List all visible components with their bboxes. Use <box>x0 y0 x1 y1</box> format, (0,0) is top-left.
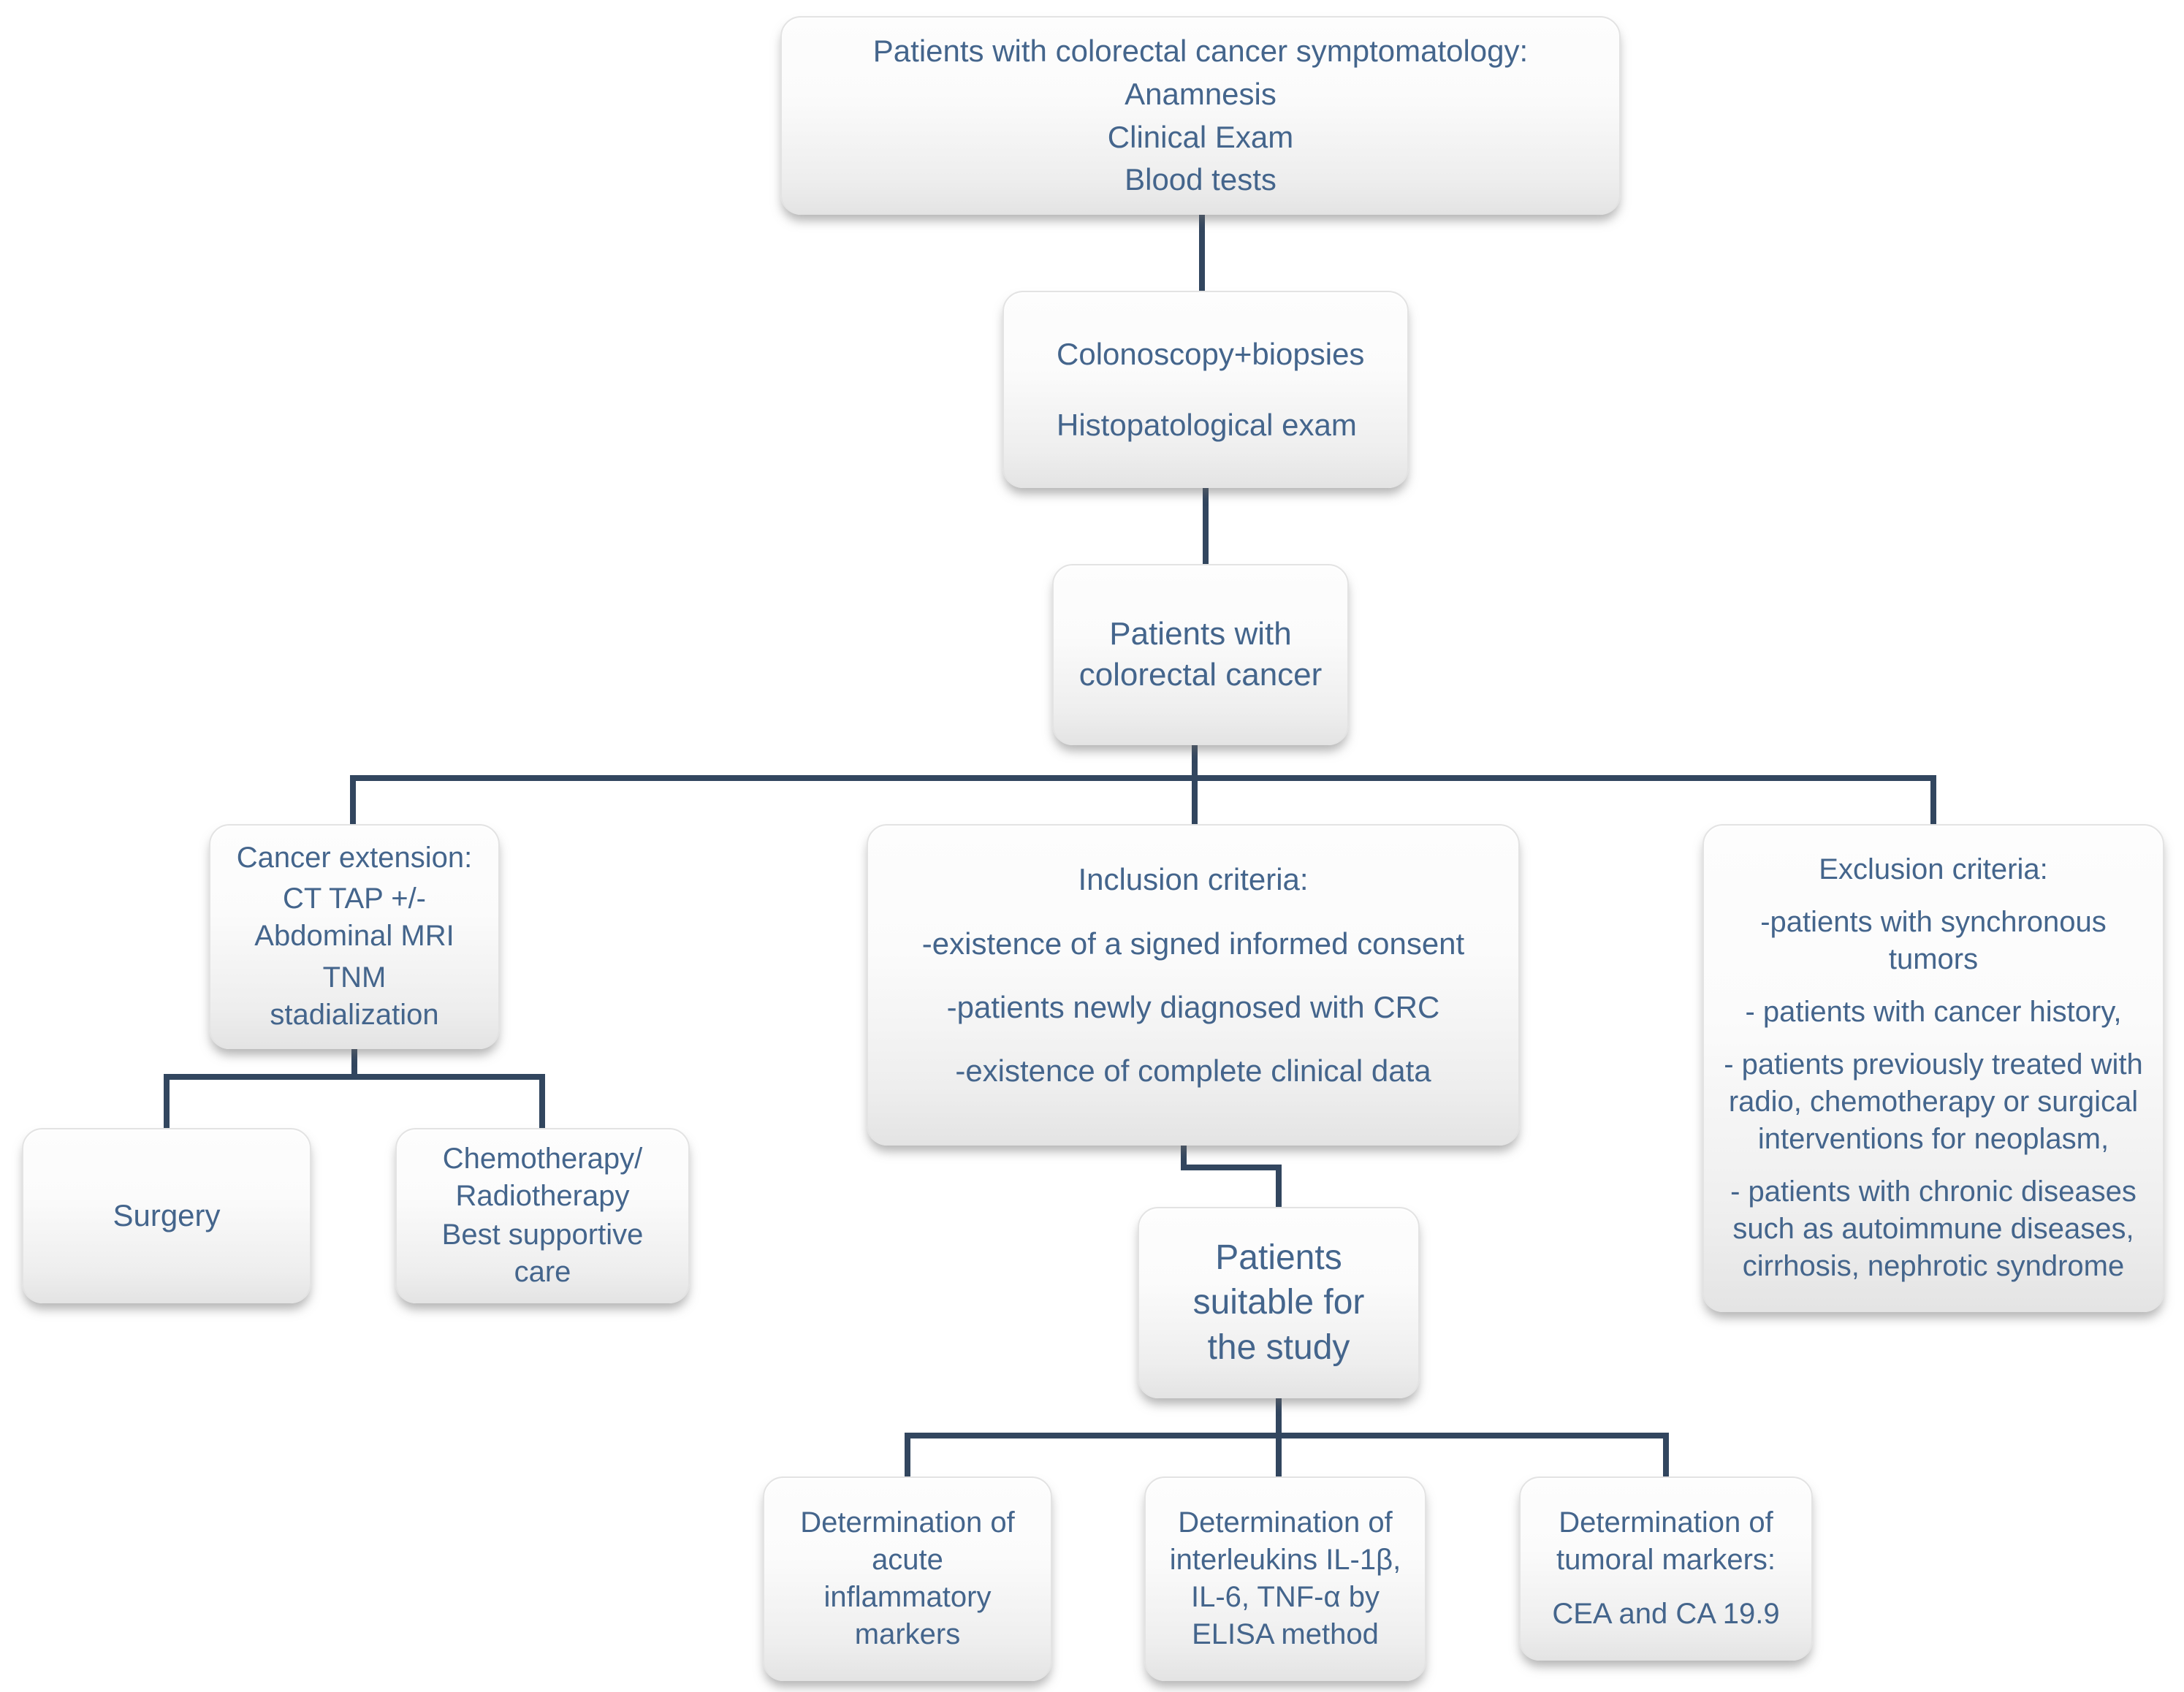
node-colonoscopy-line-2: Histopatological exam <box>1057 407 1357 442</box>
node-crc-patients: Patients with colorectal cancer <box>1052 564 1349 745</box>
node-determination-interleukins-text: Determination of interleukins IL-1β, IL-… <box>1169 1506 1401 1651</box>
node-colonoscopy-line-1: Colonoscopy+biopsies <box>1057 336 1365 371</box>
node-exclusion-title: Exclusion criteria: <box>1819 853 2048 885</box>
node-best-supportive-care-text: Best supportive care <box>441 1218 644 1288</box>
node-symptomatology-item-blood-tests: Blood tests <box>1125 162 1276 197</box>
node-determination-tumoral-markers: Determination of tumoral markers: CEA an… <box>1519 1476 1813 1661</box>
node-determination-acute-markers: Determination of acute inflammatory mark… <box>763 1476 1052 1681</box>
node-cancer-extension-title: Cancer extension: <box>236 842 473 874</box>
node-inclusion-item-consent: -existence of a signed informed consent <box>921 926 1465 961</box>
node-symptomatology-item-clinical-exam: Clinical Exam <box>1107 119 1294 154</box>
node-inclusion-title: Inclusion criteria: <box>1078 862 1309 897</box>
node-patients-suitable-text: Patients suitable for the study <box>1192 1238 1365 1367</box>
node-chemo-radiotherapy-text: Chemotherapy/ Radiotherapy <box>442 1143 643 1213</box>
node-inclusion-item-newly-diagnosed: -patients newly diagnosed with CRC <box>946 989 1440 1024</box>
node-determination-acute-markers-text: Determination of acute inflammatory mark… <box>800 1506 1015 1651</box>
node-crc-patients-text: Patients with colorectal cancer <box>1078 615 1323 693</box>
node-surgery-text: Surgery <box>113 1198 221 1233</box>
node-symptomatology-item-anamnesis: Anamnesis <box>1125 76 1276 111</box>
node-exclusion-criteria: Exclusion criteria: -patients with synch… <box>1702 824 2164 1312</box>
node-exclusion-item-chronic-diseases: - patients with chronic diseases such as… <box>1730 1175 2137 1283</box>
node-inclusion-criteria: Inclusion criteria: -existence of a sign… <box>867 824 1520 1146</box>
node-determination-tumoral-markers-values: CEA and CA 19.9 <box>1552 1597 1780 1630</box>
node-exclusion-item-synchronous-tumors: -patients with synchronous tumors <box>1760 905 2107 975</box>
node-surgery: Surgery <box>22 1128 311 1303</box>
node-patients-suitable: Patients suitable for the study <box>1138 1207 1420 1398</box>
node-exclusion-item-previous-treatment: - patients previously treated with radio… <box>1724 1048 2143 1155</box>
node-determination-interleukins: Determination of interleukins IL-1β, IL-… <box>1144 1476 1426 1681</box>
node-determination-tumoral-markers-title: Determination of tumoral markers: <box>1556 1506 1776 1577</box>
node-cancer-extension-tnm: TNM stadialization <box>270 961 439 1031</box>
node-colonoscopy: Colonoscopy+biopsies Histopatological ex… <box>1002 291 1409 488</box>
node-cancer-extension: Cancer extension: CT TAP +/- Abdominal M… <box>209 824 500 1049</box>
node-chemo-radiotherapy: Chemotherapy/ Radiotherapy Best supporti… <box>395 1128 690 1303</box>
node-symptomatology: Patients with colorectal cancer symptoma… <box>780 16 1621 215</box>
node-cancer-extension-imaging: CT TAP +/- Abdominal MRI <box>254 883 454 953</box>
node-exclusion-item-cancer-history: - patients with cancer history, <box>1745 995 2122 1028</box>
node-inclusion-item-clinical-data: -existence of complete clinical data <box>955 1053 1431 1088</box>
node-symptomatology-title: Patients with colorectal cancer symptoma… <box>872 34 1529 68</box>
